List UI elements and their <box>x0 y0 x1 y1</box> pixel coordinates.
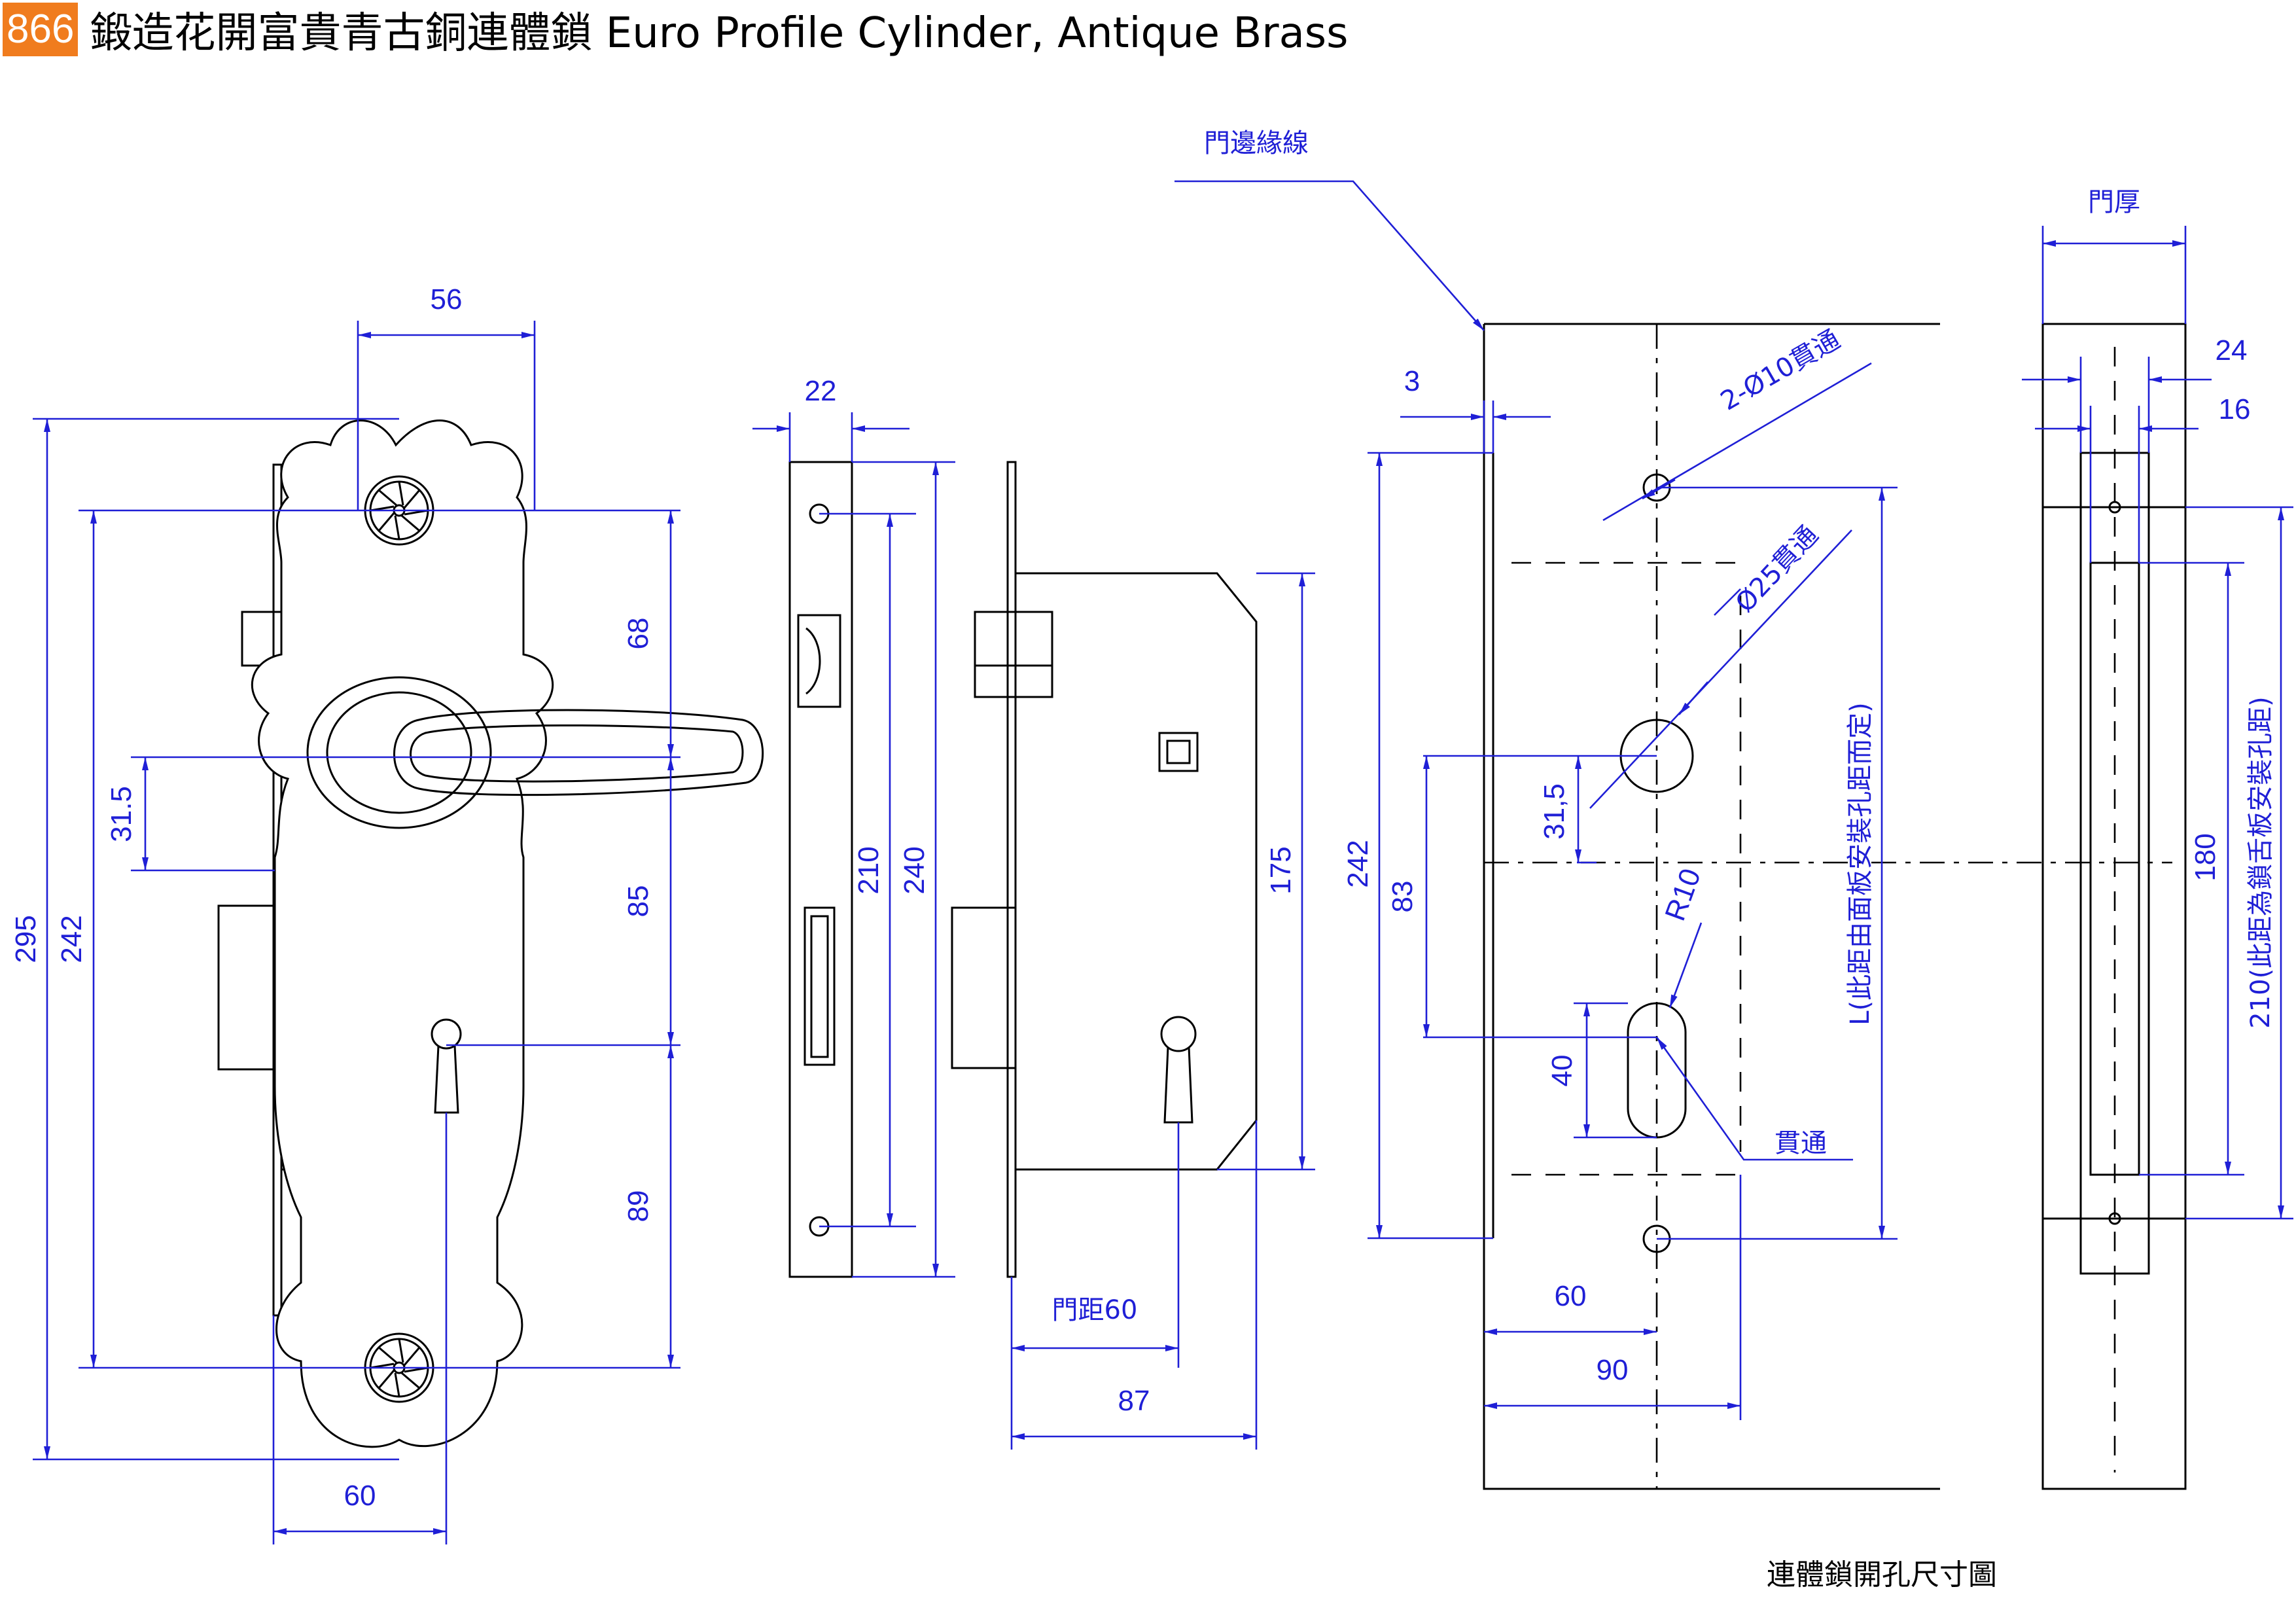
dim-rose-spacing: 242 <box>56 915 88 963</box>
label-radius: R10 <box>1659 865 1707 925</box>
dim-backset: 60 <box>344 1480 376 1512</box>
label-through-holes: 2-Ø10貫通 <box>1716 325 1845 417</box>
label-l-note: L(此距由面板安裝孔距而定) <box>1845 702 1875 1026</box>
dim-cutout-backset: 60 <box>1555 1280 1587 1312</box>
dim-16: 16 <box>2219 393 2251 425</box>
dim-screw-spacing: 210 <box>853 846 885 894</box>
lock-case <box>1016 572 1258 1171</box>
lever-handle <box>393 709 764 796</box>
door-edge-outline <box>2041 323 2187 1490</box>
dim-plate-height: 242 <box>1342 840 1374 887</box>
label-door-edge: 門邊緣線 <box>1204 128 1309 158</box>
spindle-square <box>1158 732 1199 772</box>
page-title: 鍛造花開富貴青古銅連體鎖 Euro Profile Cylinder, Anti… <box>90 9 1349 58</box>
side-latch-upper <box>974 611 1053 667</box>
deadbolt <box>217 904 283 1071</box>
drawing-caption: 連體鎖開孔尺寸圖 <box>1767 1558 1997 1592</box>
keyhole-icon <box>431 1018 462 1050</box>
cutout-view: 門邊緣線 3 242 2-Ø10貫通 Ø25貫通 31,5 83 R1 <box>1174 128 2172 1490</box>
dim-lower: 89 <box>622 1190 654 1222</box>
dim-hole-to-slot: 83 <box>1386 881 1419 913</box>
faceplate-view: 22 210 240 <box>752 375 955 1278</box>
cylinder-hole-icon <box>1160 1016 1197 1052</box>
model-number-badge: 866 <box>3 3 79 56</box>
side-faceplate <box>1006 461 1017 1278</box>
dim-faceplate-length: 240 <box>898 846 930 894</box>
title-bar: 866 鍛造花開富貴青古銅連體鎖 Euro Profile Cylinder, … <box>0 0 1348 59</box>
deadbolt-slot <box>804 906 836 1066</box>
dim-door-backset: 門距60 <box>1052 1295 1138 1325</box>
dim-top-width: 56 <box>431 283 463 315</box>
dim-case-depth: 87 <box>1118 1385 1150 1417</box>
label-hole-25: Ø25貫通 <box>1730 520 1824 618</box>
front-view: 56 295 242 31.5 68 85 89 60 <box>10 283 764 1544</box>
door-outline <box>1483 323 1940 1490</box>
dim-slot-height: 40 <box>1546 1055 1578 1087</box>
handle-rose <box>306 676 492 829</box>
dim-body-height: 175 <box>1265 846 1297 894</box>
side-latch-lower <box>974 664 1053 698</box>
dim-faceplate-width: 22 <box>805 375 837 407</box>
dim-cutout-depth: 90 <box>1597 1354 1629 1386</box>
dim-hole-offset: 31,5 <box>1538 783 1570 840</box>
faceplate <box>788 461 853 1278</box>
side-view: 175 門距60 87 <box>951 461 1315 1450</box>
dim-middle: 85 <box>622 885 654 918</box>
dim-upper: 68 <box>622 618 654 650</box>
latch-slot <box>797 614 841 708</box>
dim-24: 24 <box>2216 334 2248 366</box>
escutcheon-plate <box>251 419 554 1448</box>
side-deadbolt <box>951 906 1017 1069</box>
label-through: 貫通 <box>1775 1128 1827 1158</box>
label-210-note: 210(此距為鎖舌板安裝孔距) <box>2246 696 2276 1029</box>
dim-total-height: 295 <box>10 915 42 963</box>
label-door-thickness: 門厚 <box>2088 187 2140 217</box>
dim-handle-offset: 31.5 <box>105 786 137 842</box>
edge-view: 門厚 24 16 180 210(此距為鎖舌板安裝孔距) <box>2022 187 2293 1490</box>
dim-180: 180 <box>2189 833 2221 881</box>
dim-edge-offset: 3 <box>1404 365 1420 397</box>
